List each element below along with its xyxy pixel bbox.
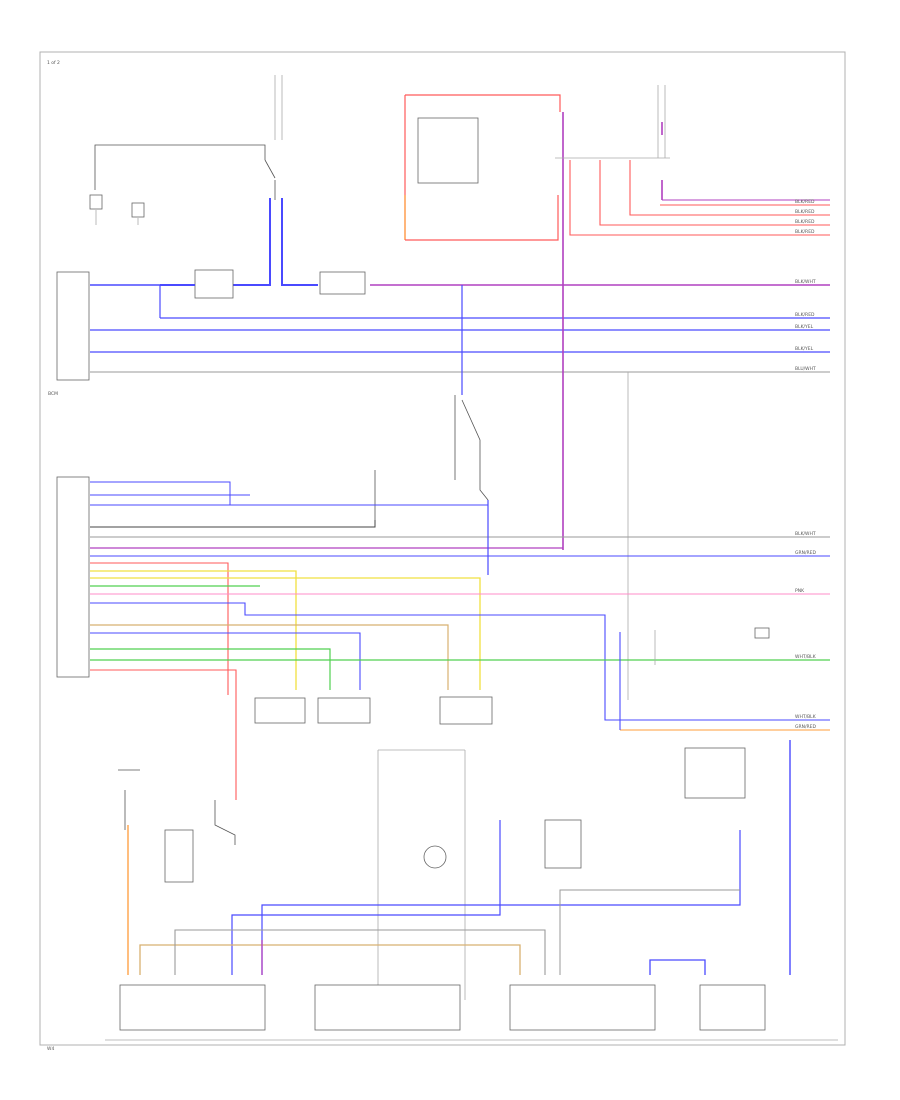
pin-wire-tan-n	[90, 624, 449, 690]
wire-red-fan-4	[569, 160, 830, 236]
right-edge-label: BLK/YEL	[795, 324, 814, 330]
bcm-connector-main	[56, 476, 90, 678]
wire-gray-lower-2	[559, 889, 740, 975]
wire-blue-lower-4	[649, 959, 706, 975]
pin-wire-black-d	[90, 520, 376, 528]
pin-wire-yel-j	[90, 577, 481, 690]
lower-box-mid	[544, 819, 582, 869]
right-edge-label: PNK	[795, 588, 805, 594]
pin-wire-grn-p	[90, 648, 331, 690]
bottom-connector-4	[699, 984, 766, 1031]
bottom-connector-1	[119, 984, 266, 1031]
component-box-c	[439, 696, 493, 725]
relay-box-1	[194, 269, 234, 299]
pin-wire-blue-o	[90, 632, 361, 690]
sensor-circle	[423, 845, 447, 869]
right-edge-label: BLK/WHT	[795, 531, 816, 537]
component-box-a	[254, 697, 306, 724]
wire-blue-lower-2	[261, 830, 741, 975]
footer-code: W4	[47, 1046, 54, 1052]
wire-blue-lower-1	[231, 820, 501, 975]
relay-box-2	[319, 271, 366, 295]
wire-tan-lower	[139, 944, 521, 975]
bcm-label: BCM	[48, 391, 58, 397]
pin-wire-yel-i	[90, 570, 297, 690]
page-ref: 1 of 2	[47, 60, 60, 66]
relay-module-top	[417, 117, 479, 184]
wire-red-fan-2	[629, 160, 830, 216]
component-box-b	[317, 697, 371, 724]
right-edge-label: BLU/WHT	[795, 366, 816, 372]
lower-switch-left	[164, 829, 194, 883]
ignition-switch-group	[89, 75, 283, 225]
right-edge-label: BLK/RED	[795, 199, 815, 205]
right-edge-label: BLK/WHT	[795, 279, 816, 285]
right-edge-label: WHT/BLK	[795, 714, 817, 720]
right-edge-label: GRN/RED	[795, 550, 816, 556]
wire-red-fan-3	[599, 160, 830, 226]
bottom-connector-2	[314, 984, 461, 1031]
pin-wire-red-r	[90, 669, 237, 800]
right-edge-label: BLK/RED	[795, 312, 815, 318]
right-edge-label: BLK/YEL	[795, 346, 814, 352]
right-edge-label: GRN/RED	[795, 724, 816, 730]
pin-wire-red-h	[90, 562, 229, 695]
wire-red-bottom	[405, 195, 559, 241]
right-edge-label: BLK/RED	[795, 209, 815, 215]
pin-wire-blue-a	[90, 481, 250, 506]
door-switch-1	[461, 399, 489, 501]
right-edge-label: BLK/RED	[795, 219, 815, 225]
bcm-connector-top	[56, 271, 90, 381]
wire-gray-lower	[174, 929, 546, 975]
pin-wire-blue-m	[90, 602, 830, 721]
right-edge-label: BLK/RED	[795, 229, 815, 235]
wire-blue-ign2	[281, 198, 318, 286]
bottom-connector-3	[509, 984, 656, 1031]
right-edge-label: WHT/BLK	[795, 654, 817, 660]
diagram-frame	[39, 51, 846, 1046]
lower-box-right	[684, 747, 746, 799]
wire-red-top	[405, 94, 561, 112]
